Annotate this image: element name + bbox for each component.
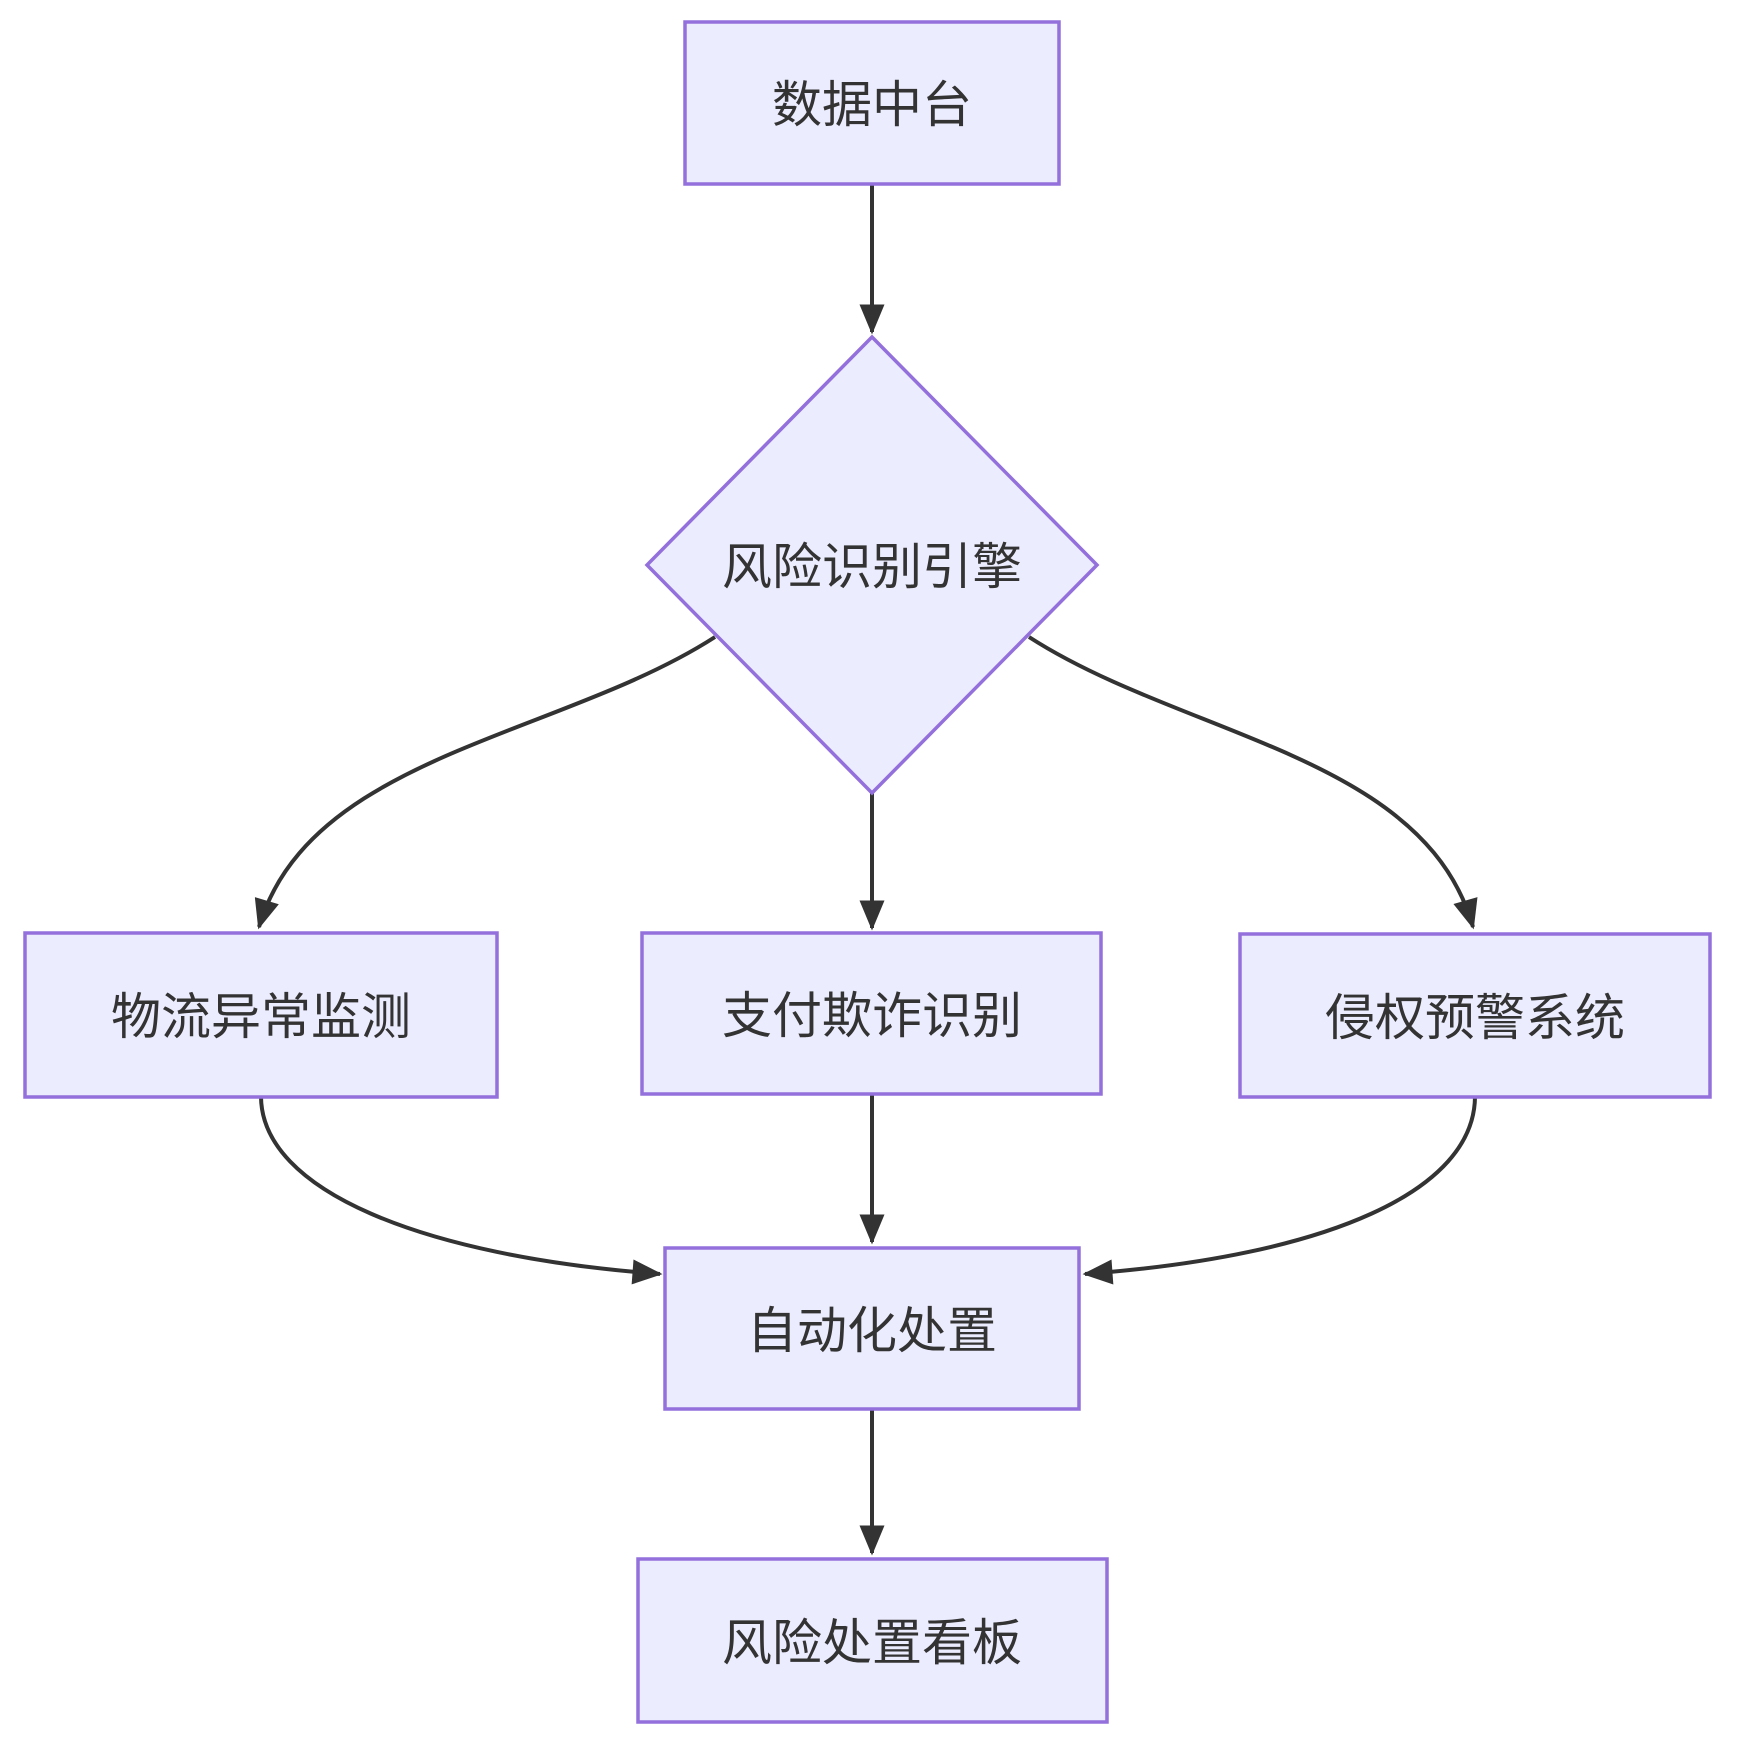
node-risk-dashboard-label: 风险处置看板 bbox=[722, 1615, 1022, 1671]
node-risk-engine-label: 风险识别引擎 bbox=[722, 539, 1022, 595]
node-payment-fraud-label: 支付欺诈识别 bbox=[722, 988, 1022, 1044]
node-risk-dashboard: 风险处置看板 bbox=[636, 1557, 1109, 1724]
edge-logistics-monitor-to-auto-handling bbox=[259, 1096, 663, 1285]
node-risk-engine-diamond bbox=[644, 334, 1100, 796]
node-data-platform-box bbox=[683, 20, 1061, 186]
edge-infringement-warning-to-auto-handling bbox=[1082, 1096, 1477, 1285]
node-logistics-monitor: 物流异常监测 bbox=[23, 931, 499, 1099]
edge-layer bbox=[254, 185, 1478, 1556]
node-payment-fraud: 支付欺诈识别 bbox=[640, 931, 1103, 1096]
node-data-platform-label: 数据中台 bbox=[772, 77, 972, 133]
node-auto-handling: 自动化处置 bbox=[663, 1246, 1081, 1411]
edge-risk-engine-to-infringement-warning bbox=[1027, 635, 1478, 930]
node-data-platform: 数据中台 bbox=[683, 20, 1061, 186]
edge-risk-engine-to-logistics-monitor bbox=[254, 635, 717, 930]
node-auto-handling-label: 自动化处置 bbox=[747, 1303, 997, 1359]
node-payment-fraud-box bbox=[640, 931, 1103, 1096]
node-risk-dashboard-box bbox=[636, 1557, 1109, 1724]
node-logistics-monitor-label: 物流异常监测 bbox=[111, 989, 411, 1045]
node-risk-engine: 风险识别引擎 bbox=[644, 334, 1100, 796]
node-infringement-warning-box bbox=[1238, 932, 1712, 1099]
node-infringement-warning: 侵权预警系统 bbox=[1238, 932, 1712, 1099]
node-auto-handling-box bbox=[663, 1246, 1081, 1411]
node-infringement-warning-label: 侵权预警系统 bbox=[1325, 990, 1625, 1046]
node-logistics-monitor-box bbox=[23, 931, 499, 1099]
